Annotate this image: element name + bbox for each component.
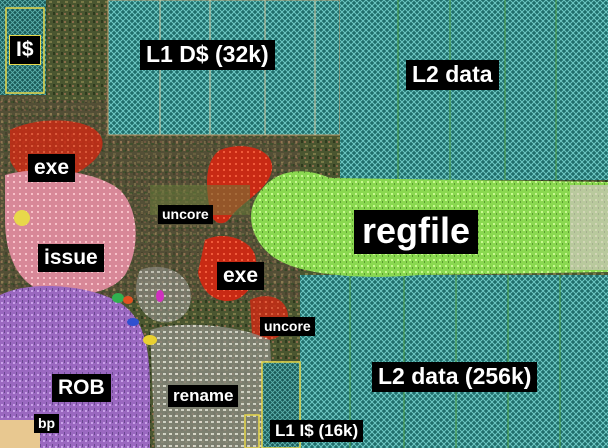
label-exe-center: exe bbox=[217, 262, 265, 290]
label-l2-data-bottom: L2 data (256k) bbox=[372, 362, 538, 392]
label-rob: ROB bbox=[52, 374, 111, 402]
label-exe-left: exe bbox=[28, 154, 76, 182]
label-l2-data-top: L2 data bbox=[406, 60, 499, 90]
label-uncore-bottom: uncore bbox=[260, 317, 315, 336]
label-l1-dcache: L1 D$ (32k) bbox=[140, 40, 275, 70]
label-bp: bp bbox=[34, 414, 60, 433]
label-uncore-top: uncore bbox=[158, 205, 213, 224]
label-regfile: regfile bbox=[354, 210, 479, 254]
label-icache-top: I$ bbox=[9, 35, 41, 65]
label-issue: issue bbox=[38, 244, 104, 272]
label-l1-icache: L1 I$ (16k) bbox=[270, 420, 364, 442]
label-rename: rename bbox=[168, 385, 239, 407]
